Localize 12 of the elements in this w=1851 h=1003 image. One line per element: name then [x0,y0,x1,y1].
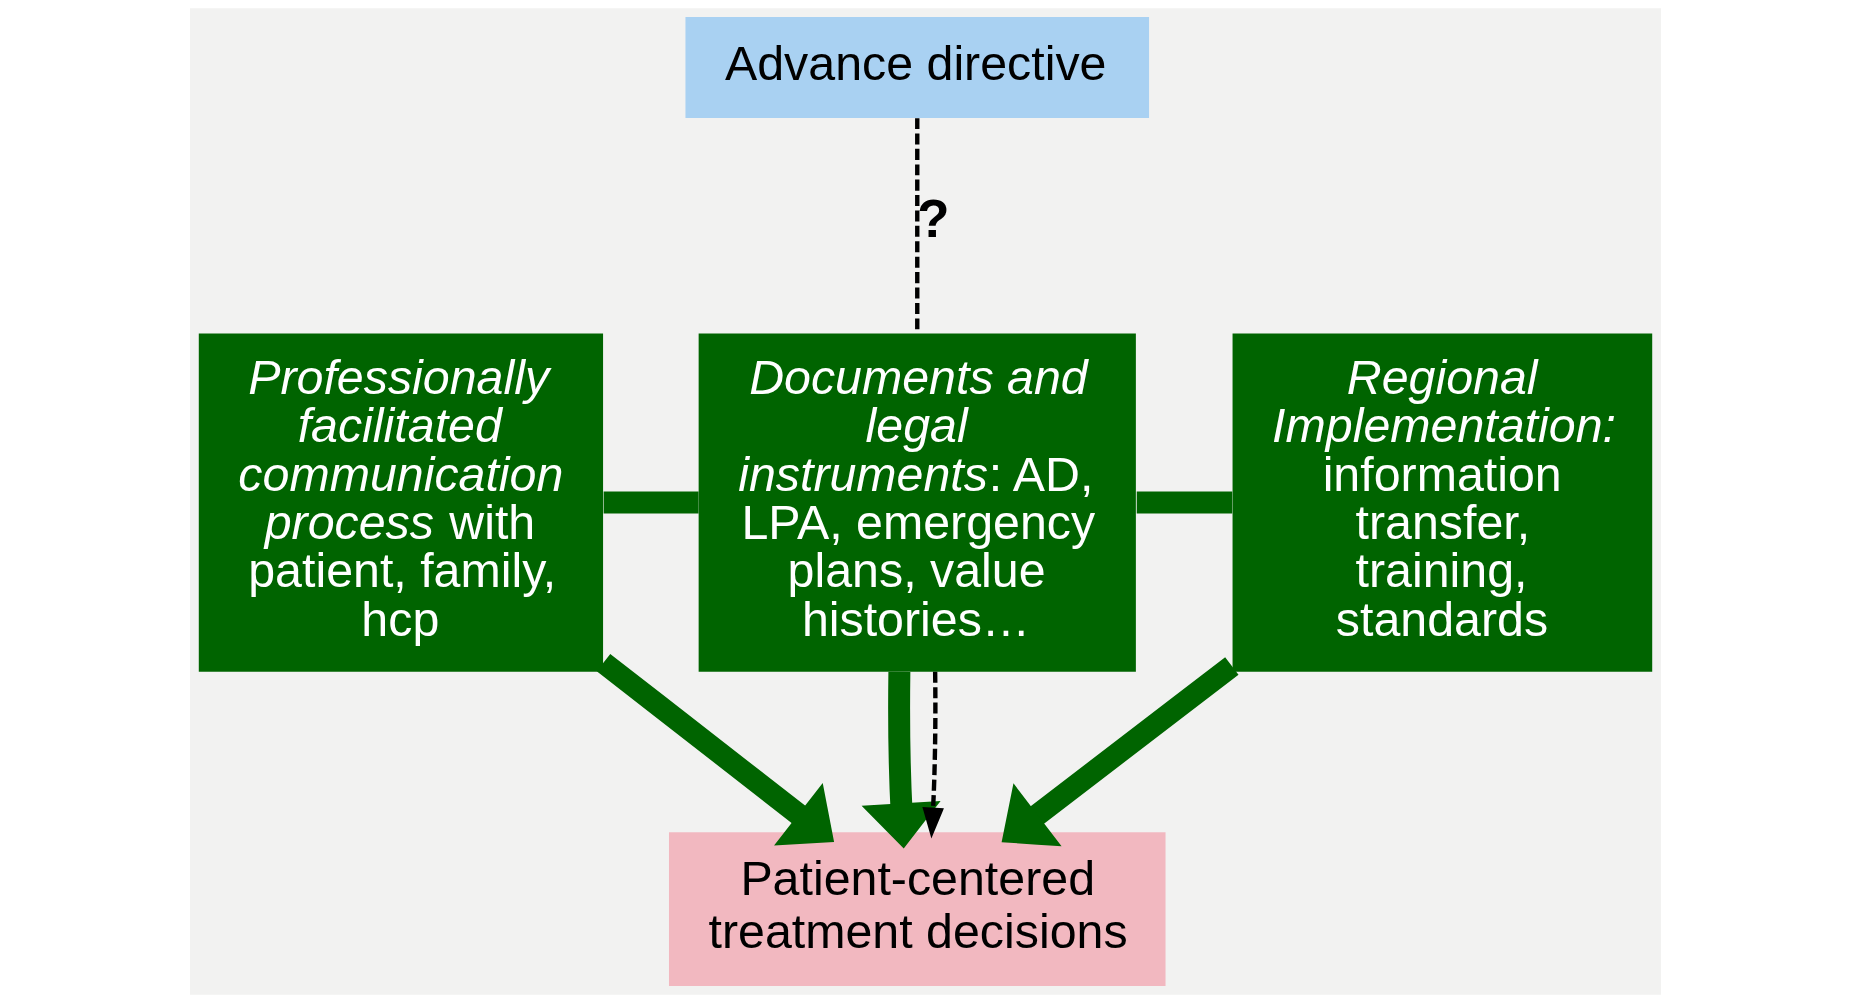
arrow [596,653,835,846]
arrow [1001,657,1239,847]
arrow [922,671,944,839]
node-box: Patient-centered treatment decisions [669,832,1166,986]
node-box: Regional Implementation: information transfer, training, standards [1232,333,1653,672]
node-box: Documents and legal instruments: AD, LPA, emergency plans, value histories… [698,333,1136,672]
edge-label: ? [917,189,950,249]
node-box: Professionally facilitated communication process with patient, family, hcp [198,333,604,672]
arrow [861,671,941,849]
connector [603,491,699,514]
node-box: Advance directive [685,17,1150,119]
connector [1136,491,1233,514]
